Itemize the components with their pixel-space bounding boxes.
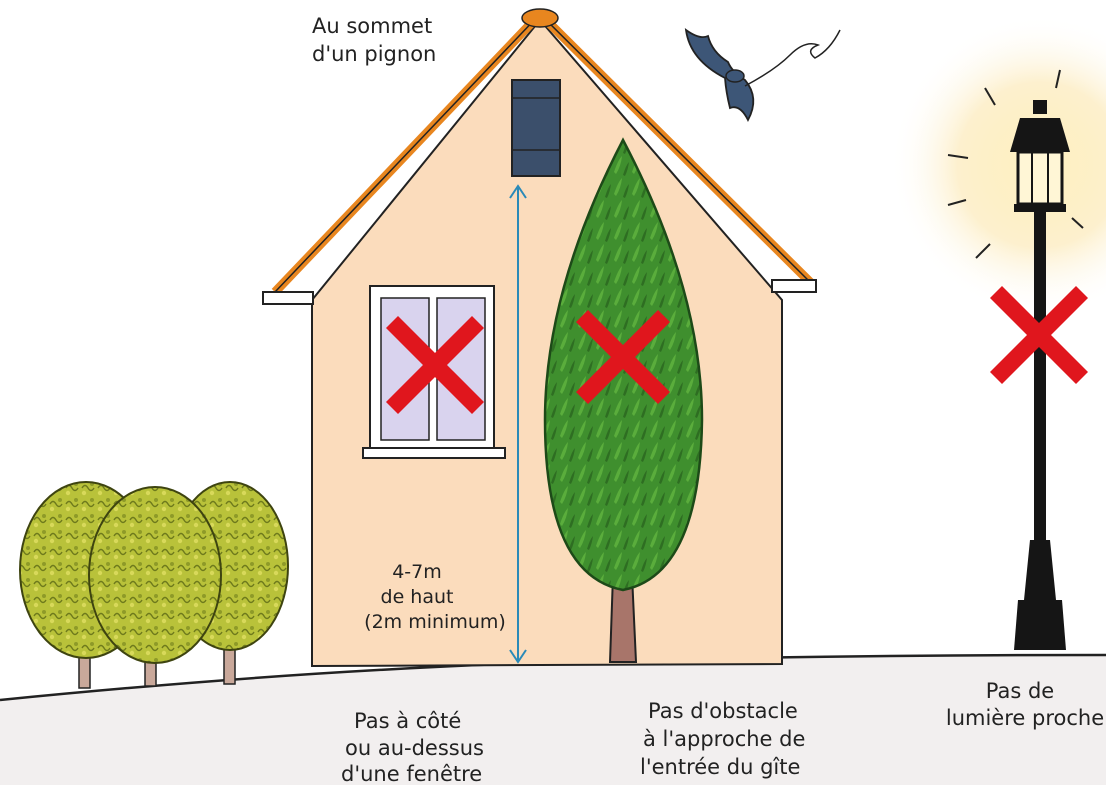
roof-finial bbox=[522, 9, 558, 27]
window-sill bbox=[363, 448, 505, 458]
label-light-line2: lumière proche bbox=[946, 706, 1104, 730]
bat-box bbox=[512, 80, 560, 176]
eave-left bbox=[263, 292, 313, 304]
label-obstacle: Pas d'obstacle à l'approche de l'entrée … bbox=[640, 699, 805, 779]
label-obstacle-line3: l'entrée du gîte bbox=[640, 755, 800, 779]
label-window-line3: d'une fenêtre bbox=[341, 762, 482, 785]
label-obstacle-line1: Pas d'obstacle bbox=[648, 699, 798, 723]
label-top-line1: Au sommet bbox=[312, 14, 432, 38]
label-top: Au sommet d'un pignon bbox=[312, 14, 436, 66]
lamp-glow bbox=[890, 15, 1106, 315]
label-light-line1: Pas de bbox=[986, 679, 1054, 703]
label-window-line1: Pas à côté bbox=[354, 709, 461, 733]
label-obstacle-line2: à l'approche de bbox=[643, 727, 805, 751]
bushes bbox=[20, 482, 288, 688]
label-height-line3: (2m minimum) bbox=[364, 611, 506, 633]
label-height-line2: de haut bbox=[381, 586, 454, 608]
bat-icon bbox=[686, 30, 840, 120]
label-top-line2: d'un pignon bbox=[312, 42, 436, 66]
eave-right bbox=[772, 280, 816, 292]
ground bbox=[0, 655, 1106, 785]
label-height-line1: 4-7m bbox=[392, 561, 442, 583]
label-window-line2: ou au-dessus bbox=[345, 736, 484, 760]
